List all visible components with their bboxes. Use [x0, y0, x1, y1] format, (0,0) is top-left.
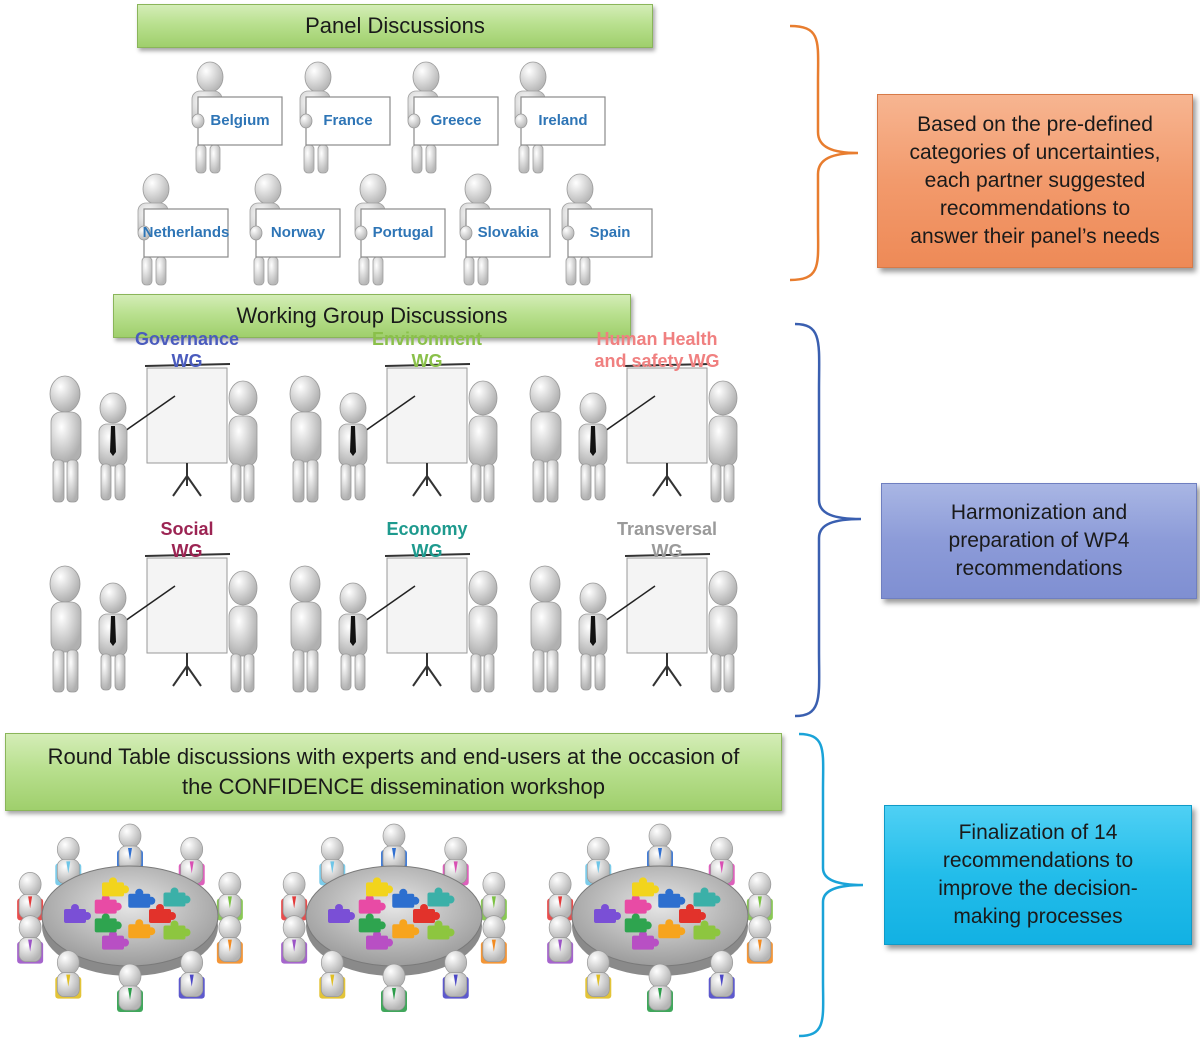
- round-table-scene: [540, 812, 780, 1027]
- round-table-brace: [798, 732, 864, 1038]
- panel-summary-line: each partner suggested: [924, 169, 1146, 192]
- wg-summary-line: recommendations: [955, 557, 1123, 580]
- panel-summary-line: recommendations to: [939, 197, 1131, 220]
- working-group-brace: [794, 322, 862, 718]
- person-with-sign-row2-1: Norway: [249, 173, 341, 286]
- working-group-suffix: WG: [411, 351, 443, 371]
- country-label: Netherlands: [143, 224, 230, 241]
- round-table-scene: [10, 812, 250, 1027]
- working-group-name: Economy: [386, 519, 468, 539]
- person-with-sign-row2-2: Portugal: [354, 173, 446, 286]
- round-table-summary-box: Finalization of 14 recommendations to im…: [884, 805, 1192, 945]
- round-table-scenes: [10, 812, 780, 1034]
- rt-summary-line: Finalization of 14: [958, 821, 1118, 844]
- wg-summary-line: preparation of WP4: [948, 529, 1130, 552]
- working-group-suffix: WG: [651, 541, 683, 561]
- person-with-sign-row1-2: Greece: [407, 61, 499, 174]
- working-group-suffix: and safety WG: [594, 351, 720, 371]
- country-label: Slovakia: [478, 224, 540, 241]
- panel-discussions-header: Panel Discussions: [137, 4, 653, 48]
- presentation-illustration: [49, 363, 258, 503]
- round-table-title-line2: the CONFIDENCE dissemination workshop: [181, 774, 606, 799]
- country-label: Portugal: [373, 224, 434, 241]
- working-group-name: Social: [160, 519, 214, 539]
- presentation-illustration: [529, 553, 738, 693]
- country-label: Belgium: [210, 112, 269, 129]
- working-group-name: Governance: [134, 329, 240, 349]
- working-group-name: Transversal: [616, 519, 718, 539]
- working-group-name: Human Health: [596, 329, 718, 349]
- person-with-sign-row1-3: Ireland: [514, 61, 606, 174]
- presentation-illustration: [289, 363, 498, 503]
- country-label: Ireland: [538, 112, 587, 129]
- person-with-sign-row2-4: Spain: [561, 173, 653, 286]
- country-label: Spain: [590, 224, 631, 241]
- person-with-sign-row2-3: Slovakia: [459, 173, 551, 286]
- round-table-illustration: [281, 823, 507, 1012]
- working-group-header: Working Group Discussions: [113, 294, 631, 338]
- working-group-suffix: WG: [171, 351, 203, 371]
- rt-summary-line: recommendations to: [942, 849, 1134, 872]
- round-table-illustration: [547, 823, 773, 1012]
- working-group-name: Environment: [371, 329, 483, 349]
- panel-summary-line: Based on the pre-defined: [917, 113, 1153, 136]
- wg-summary-line: Harmonization and: [950, 501, 1128, 524]
- country-label: France: [323, 112, 372, 129]
- panel-brace: [789, 24, 859, 282]
- presentation-illustration: [289, 553, 498, 693]
- round-table-title-line1: Round Table discussions with experts and…: [47, 744, 740, 769]
- person-with-sign-row2-0: Netherlands: [137, 173, 230, 286]
- working-group-summary-box: Harmonization and preparation of WP4 rec…: [881, 483, 1197, 599]
- working-group-suffix: WG: [411, 541, 443, 561]
- rt-summary-line: making processes: [953, 905, 1123, 928]
- round-table-scene: [274, 812, 514, 1027]
- person-with-sign-row1-1: France: [299, 61, 391, 174]
- working-group-title: Working Group Discussions: [236, 303, 508, 328]
- round-table-illustration: [17, 823, 243, 1012]
- round-table-header: Round Table discussions with experts and…: [5, 733, 782, 811]
- panel-summary-line: answer their panel’s needs: [910, 225, 1160, 248]
- rt-summary-line: improve the decision-: [938, 877, 1138, 900]
- presentation-illustration: [529, 363, 738, 503]
- panel-summary-line: categories of uncertainties,: [909, 141, 1161, 164]
- country-label: Greece: [431, 112, 482, 129]
- working-group-suffix: WG: [171, 541, 203, 561]
- country-label: Norway: [271, 224, 326, 241]
- panel-summary-box: Based on the pre-defined categories of u…: [877, 94, 1193, 268]
- presentation-illustration: [49, 553, 258, 693]
- panel-discussions-title: Panel Discussions: [305, 13, 485, 38]
- person-with-sign-row1-0: Belgium: [191, 61, 283, 174]
